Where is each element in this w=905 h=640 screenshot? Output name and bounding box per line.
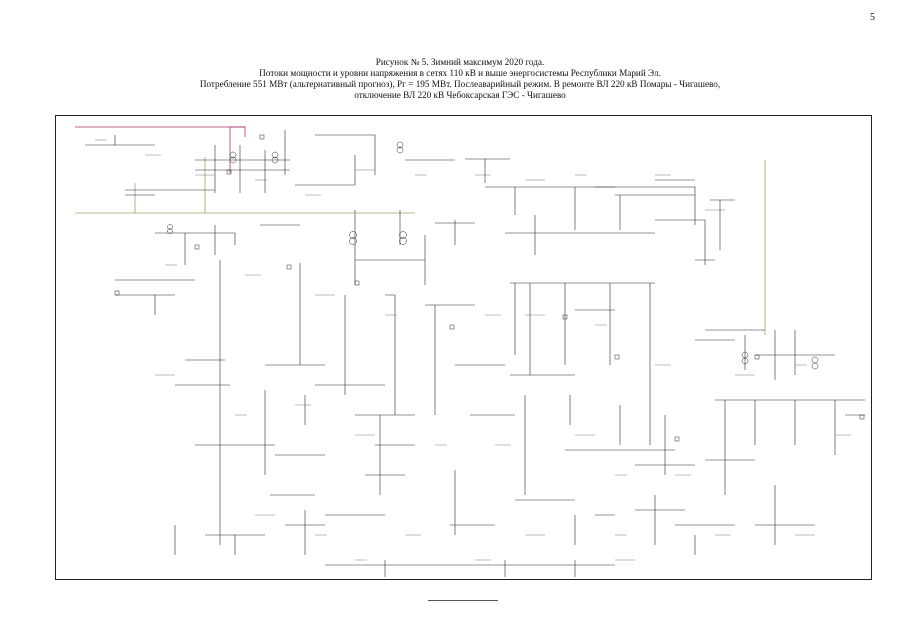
- caption-line-4: отключение ВЛ 220 кВ Чебоксарская ГЭС - …: [354, 90, 566, 100]
- power-flow-schematic: [75, 126, 865, 577]
- diagram-frame: [55, 115, 872, 580]
- caption-line-2: Потоки мощности и уровни напряжения в се…: [259, 68, 661, 78]
- lines-110kv: [85, 130, 865, 577]
- line-annotations: [95, 139, 851, 561]
- figure-caption: Рисунок № 5. Зимний максимум 2020 года. …: [180, 57, 740, 101]
- caption-line-1: Рисунок № 5. Зимний максимум 2020 года.: [375, 57, 545, 67]
- page-number: 5: [870, 12, 875, 23]
- line-500kv: [75, 126, 246, 173]
- lines-220kv: [75, 157, 766, 335]
- equipment-symbols: [114, 134, 865, 442]
- caption-line-3: Потребление 551 МВт (альтернативный прог…: [199, 79, 721, 89]
- footer-rule: [428, 600, 498, 601]
